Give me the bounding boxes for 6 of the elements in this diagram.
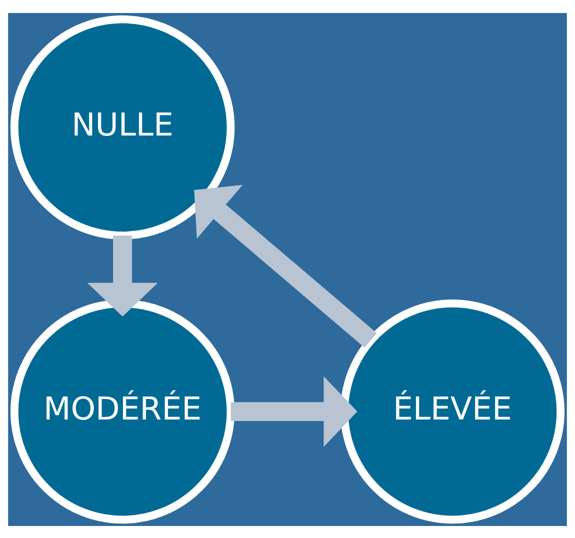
arrow xyxy=(87,235,158,316)
arrow xyxy=(230,376,358,446)
node-circle: NULLE xyxy=(10,14,235,239)
node-circle: ÉLEVÉE xyxy=(340,299,565,524)
arrow xyxy=(194,184,377,348)
node-circle: MODÉRÉE xyxy=(10,299,235,524)
